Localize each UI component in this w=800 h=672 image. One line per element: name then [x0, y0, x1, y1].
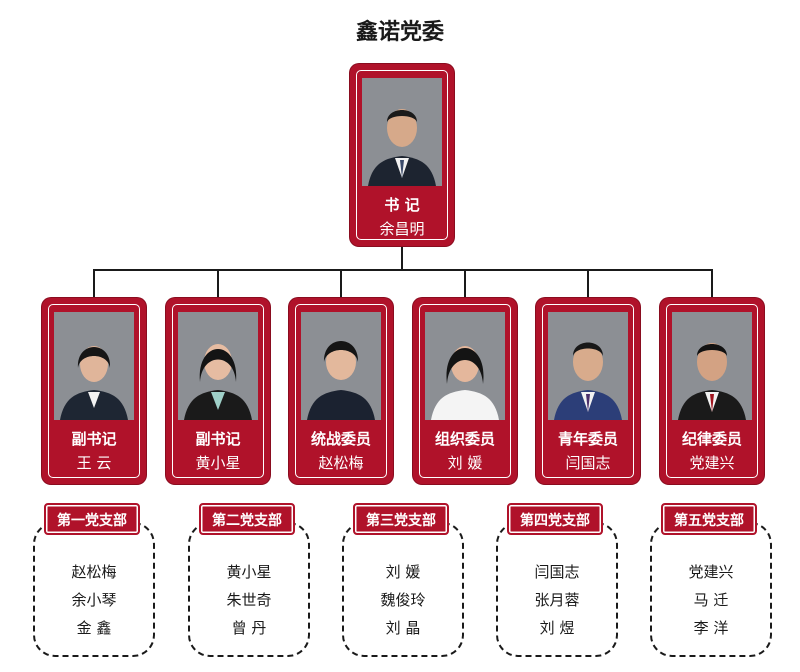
member-photo [425, 312, 505, 420]
branch-label: 第二党支部 [199, 503, 295, 535]
branch-members: 刘 媛 魏俊玲 刘 晶 [342, 558, 464, 642]
connector-drop [587, 269, 589, 300]
committee-card: 纪律委员 党建兴 [660, 298, 764, 484]
branch-members: 黄小星 朱世奇 曾 丹 [188, 558, 310, 642]
branch-label: 第五党支部 [661, 503, 757, 535]
secretary-photo [362, 78, 442, 186]
member-name: 王 云 [76, 454, 112, 472]
member-name: 闫国志 [565, 454, 611, 472]
male-portrait-icon [548, 312, 628, 420]
member-entry: 刘 煜 [539, 619, 575, 637]
female-portrait-icon [54, 312, 134, 420]
member-name: 党建兴 [689, 454, 735, 472]
committee-card: 青年委员 闫国志 [536, 298, 640, 484]
member-entry: 刘 媛 [385, 563, 421, 581]
member-entry: 金 鑫 [76, 619, 112, 637]
member-entry: 马 迁 [693, 591, 729, 609]
committee-card: 副书记 黄小星 [166, 298, 270, 484]
connector-drop [711, 269, 713, 300]
member-entry: 朱世奇 [226, 591, 272, 609]
committee-card: 统战委员 赵松梅 [289, 298, 393, 484]
committee-card: 组织委员 刘 媛 [413, 298, 517, 484]
member-role: 纪律委员 [681, 430, 742, 448]
connector-drop [93, 269, 95, 300]
secretary-card: 书 记 余昌明 [350, 64, 454, 246]
male-portrait-icon [362, 78, 442, 186]
member-photo [548, 312, 628, 420]
card-frame [356, 70, 448, 240]
member-entry: 党建兴 [688, 563, 734, 581]
connector-drop [464, 269, 466, 300]
card-frame [172, 304, 264, 478]
female-portrait-icon [425, 312, 505, 420]
branch-members: 党建兴 马 迁 李 洋 [650, 558, 772, 642]
member-name: 赵松梅 [318, 454, 364, 472]
page-title: 鑫诺党委 [355, 20, 444, 45]
connector-drop [217, 269, 219, 300]
female-portrait-icon [178, 312, 258, 420]
connector-trunk [401, 246, 403, 270]
member-photo [178, 312, 258, 420]
member-name: 黄小星 [195, 454, 241, 472]
branch-label: 第三党支部 [353, 503, 449, 535]
member-entry: 曾 丹 [231, 619, 267, 637]
member-photo [672, 312, 752, 420]
member-entry: 魏俊玲 [380, 591, 426, 609]
member-role: 副书记 [71, 430, 117, 448]
member-role: 组织委员 [434, 430, 495, 448]
member-role: 青年委员 [557, 430, 618, 448]
card-frame [542, 304, 634, 478]
member-role: 副书记 [195, 430, 241, 448]
card-frame [48, 304, 140, 478]
branch-members: 闫国志 张月蓉 刘 煜 [496, 558, 618, 642]
member-entry: 李 洋 [693, 619, 729, 637]
member-entry: 闫国志 [534, 563, 580, 581]
member-entry: 刘 晶 [385, 619, 421, 637]
member-entry: 赵松梅 [71, 563, 117, 581]
secretary-name: 余昌明 [379, 220, 425, 238]
branch-label: 第四党支部 [507, 503, 603, 535]
card-frame [419, 304, 511, 478]
male-portrait-icon [672, 312, 752, 420]
member-entry: 余小琴 [71, 591, 117, 609]
secretary-role: 书 记 [384, 196, 420, 214]
branch-label: 第一党支部 [44, 503, 140, 535]
member-name: 刘 媛 [447, 454, 483, 472]
card-frame [295, 304, 387, 478]
female-portrait-icon [301, 312, 381, 420]
member-role: 统战委员 [310, 430, 371, 448]
member-photo [54, 312, 134, 420]
committee-card: 副书记 王 云 [42, 298, 146, 484]
connector-bus [93, 269, 713, 271]
connector-drop [340, 269, 342, 300]
member-entry: 张月蓉 [534, 591, 580, 609]
card-frame [666, 304, 758, 478]
branch-members: 赵松梅 余小琴 金 鑫 [33, 558, 155, 642]
member-entry: 黄小星 [226, 563, 272, 581]
member-photo [301, 312, 381, 420]
